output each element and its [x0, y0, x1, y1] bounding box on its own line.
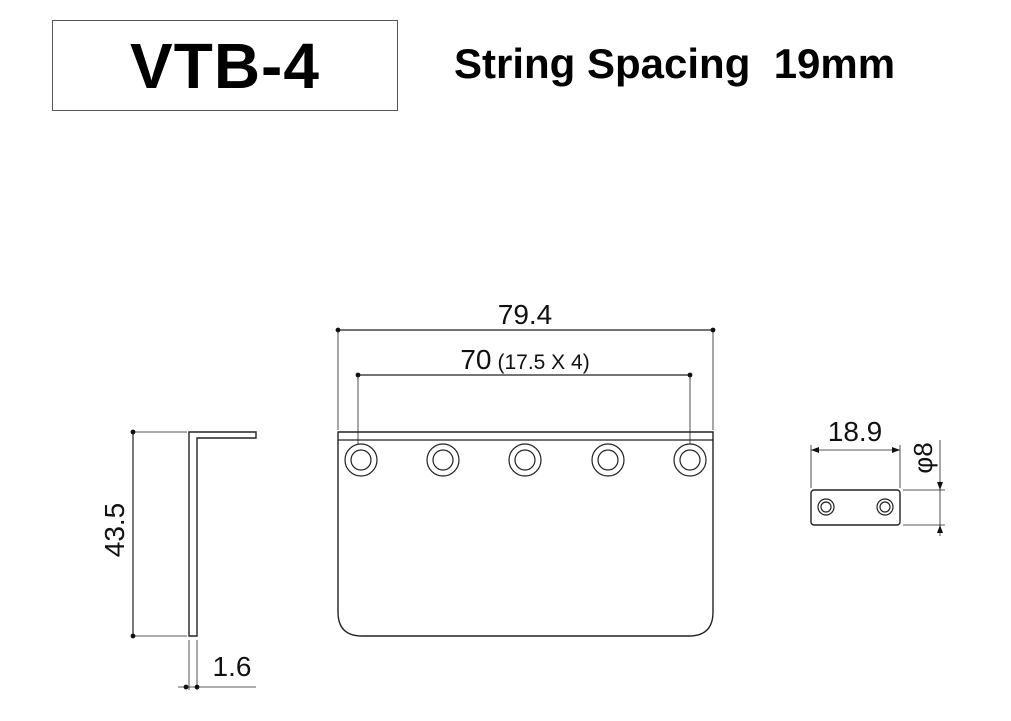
dim-dot: [194, 684, 200, 690]
hole-outer-1: [344, 443, 378, 477]
hole-outer-4: [591, 443, 625, 477]
spacer-hole-inner-left: [820, 501, 832, 513]
hole-span-value: 70: [460, 344, 491, 375]
dim-dot: [710, 327, 716, 333]
hole-inner-3: [514, 449, 536, 471]
dim-arrow: [937, 482, 943, 490]
hole-inner-1: [350, 449, 372, 471]
dim-dot: [183, 684, 189, 690]
dim-dot: [335, 327, 341, 333]
dim-dot: [687, 372, 693, 378]
thickness-label: 1.6: [213, 651, 252, 682]
hole-outer-5: [673, 443, 707, 477]
plate-outline: [337, 431, 714, 637]
mounting-holes: [344, 443, 707, 477]
dim-arrow: [811, 447, 819, 453]
spacer-outline: [810, 489, 901, 526]
model-label-box: VTB-4: [52, 20, 398, 111]
dim-dot: [130, 633, 136, 639]
hole-outer-2: [426, 443, 460, 477]
dim-dot: [355, 372, 361, 378]
hole-span-detail: (17.5 X 4): [497, 351, 589, 374]
side-profile-view: [132, 431, 257, 690]
spacing-value: 19mm: [773, 40, 896, 87]
model-title: VTB-4: [130, 29, 320, 102]
spacer-hole-outer-left: [817, 498, 835, 516]
hole-outer-3: [508, 443, 542, 477]
hole-span-label: 70 (17.5 X 4): [460, 344, 589, 375]
dim-arrow: [937, 525, 943, 533]
hole-inner-2: [432, 449, 454, 471]
front-plate-view: [337, 329, 714, 637]
dim-dot: [130, 429, 136, 435]
overall-width-label: 79.4: [498, 299, 553, 330]
dim-arrow: [892, 447, 900, 453]
hole-inner-5: [679, 449, 701, 471]
spacer-hole-inner-right: [879, 501, 891, 513]
spacer-view: [810, 440, 945, 536]
spacer-hole-outer-right: [876, 498, 894, 516]
height-label: 43.5: [99, 503, 130, 558]
spacer-diameter-label: φ8: [908, 442, 938, 473]
hole-inner-4: [597, 449, 619, 471]
spacing-label: String Spacing: [454, 40, 751, 87]
string-spacing-heading: String Spacing 19mm: [454, 40, 895, 88]
bracket-side-profile: [188, 431, 257, 637]
spacer-length-label: 18.9: [828, 416, 883, 447]
